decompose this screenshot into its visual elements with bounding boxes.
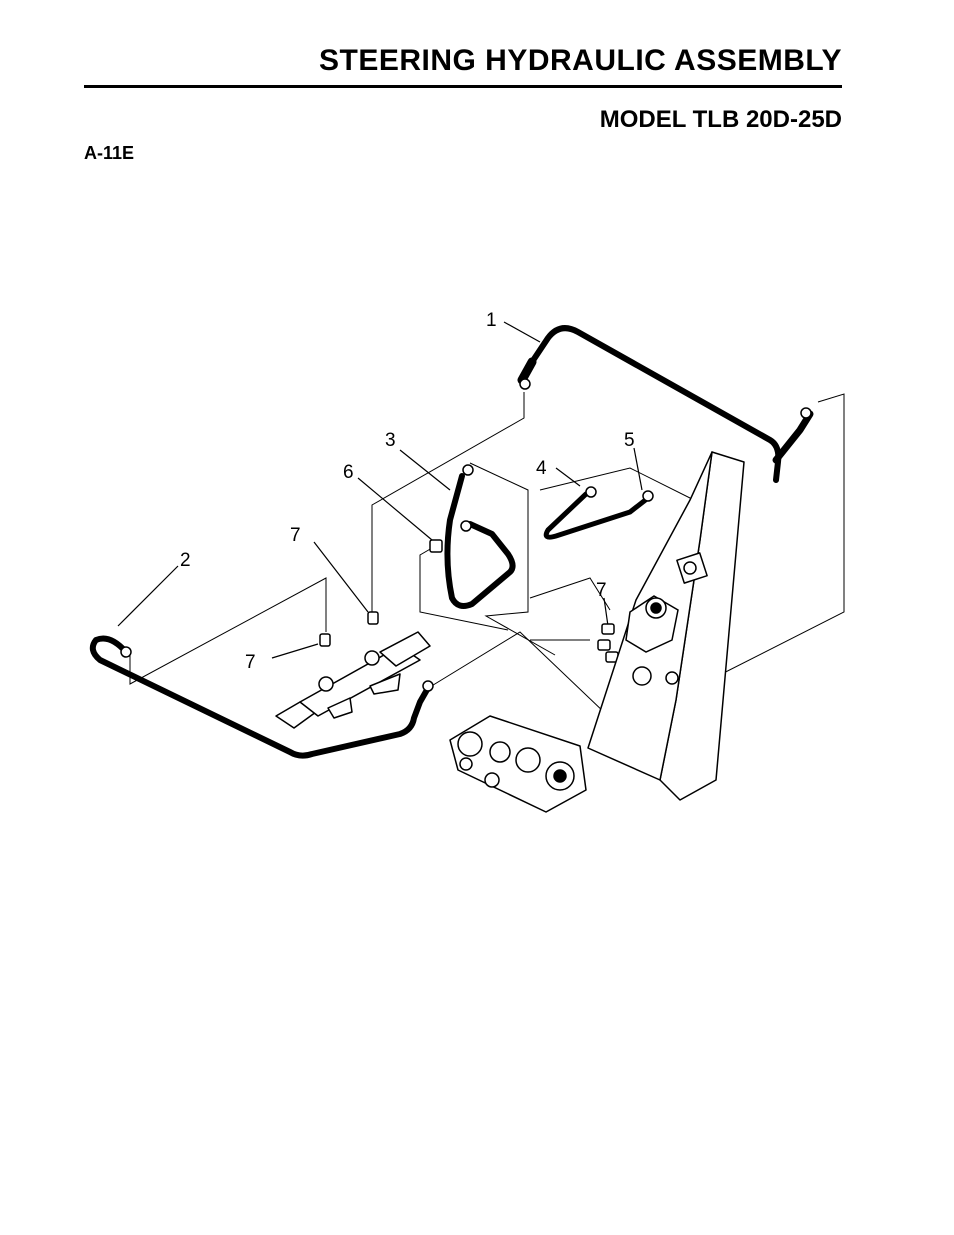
hose-1-fittings	[519, 378, 812, 419]
callout-7-cylinder-lower: 7	[245, 652, 256, 673]
callout-1: 1	[486, 310, 497, 331]
page-title: STEERING HYDRAULIC ASSEMBLY	[318, 44, 842, 77]
callout-6: 6	[343, 462, 354, 483]
callout-2: 2	[180, 550, 191, 571]
page-code: A-11E	[84, 143, 135, 163]
hose-3	[444, 464, 516, 609]
callout-5: 5	[624, 430, 635, 451]
leader-lines	[117, 321, 643, 659]
hose-4	[543, 486, 654, 540]
fittings-7	[319, 611, 619, 663]
hydraulic-pump	[449, 715, 587, 813]
hose-2	[89, 635, 434, 759]
callout-3: 3	[385, 430, 396, 451]
assembly-lines	[129, 392, 845, 736]
callout-numbers: 1 2 3 4 5 6 7 7 7	[180, 310, 635, 673]
steering-valve	[625, 595, 679, 686]
callout-7-valve: 7	[596, 580, 607, 601]
callout-7-cylinder-upper: 7	[290, 525, 301, 546]
title-divider	[84, 85, 842, 88]
model-title: MODEL TLB 20D-25D	[599, 106, 842, 133]
fitting-6	[429, 539, 443, 553]
steering-cylinder	[275, 631, 431, 729]
callout-4: 4	[536, 458, 547, 479]
hose-1	[517, 325, 814, 483]
